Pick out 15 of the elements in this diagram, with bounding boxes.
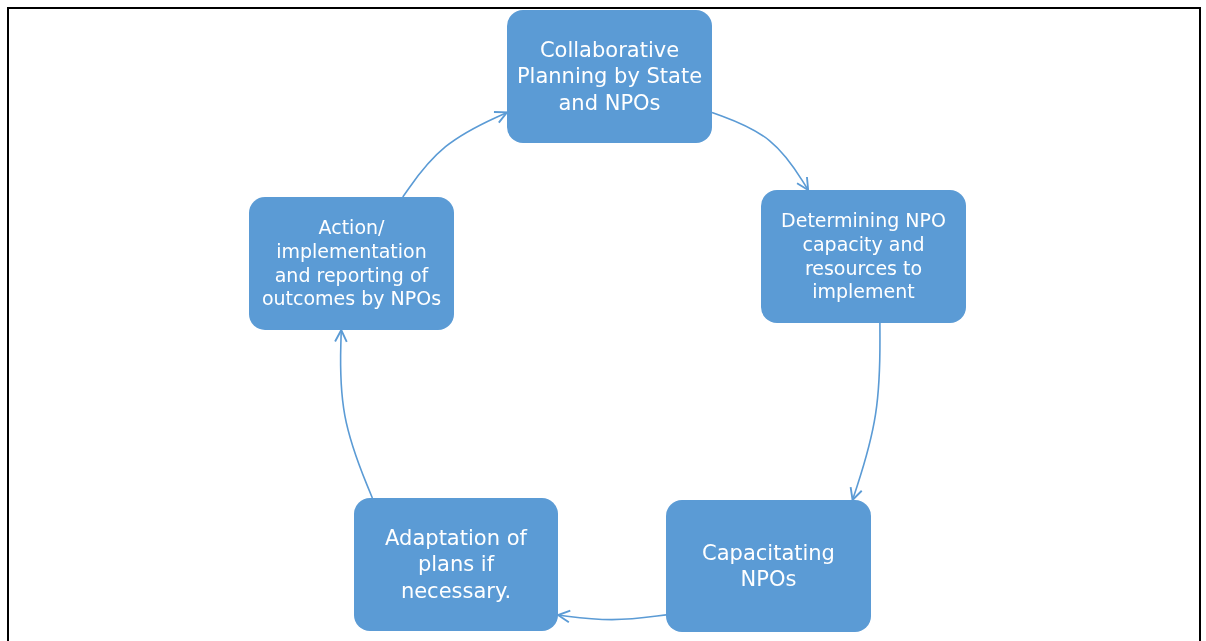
box-label: Capacitating NPOs — [701, 539, 836, 593]
curved-arrow — [711, 111, 810, 191]
box-label: Adaptation of plans if necessary. — [384, 525, 529, 604]
process-box — [507, 10, 712, 143]
curved-arrow — [849, 322, 881, 501]
process-box — [666, 500, 871, 632]
curved-arrow — [334, 329, 374, 499]
process-box — [761, 190, 966, 323]
box-label: Collaborative Planning by State and NPOs — [515, 37, 704, 116]
curved-arrow — [557, 609, 667, 624]
curved-arrow — [401, 111, 508, 198]
process-box — [354, 498, 558, 631]
box-label: Action/ implementation and reporting of outcomes by NPOs — [260, 216, 443, 311]
process-box — [249, 197, 454, 330]
box-label: Determining NPO capacity and resources to implement — [780, 209, 947, 304]
